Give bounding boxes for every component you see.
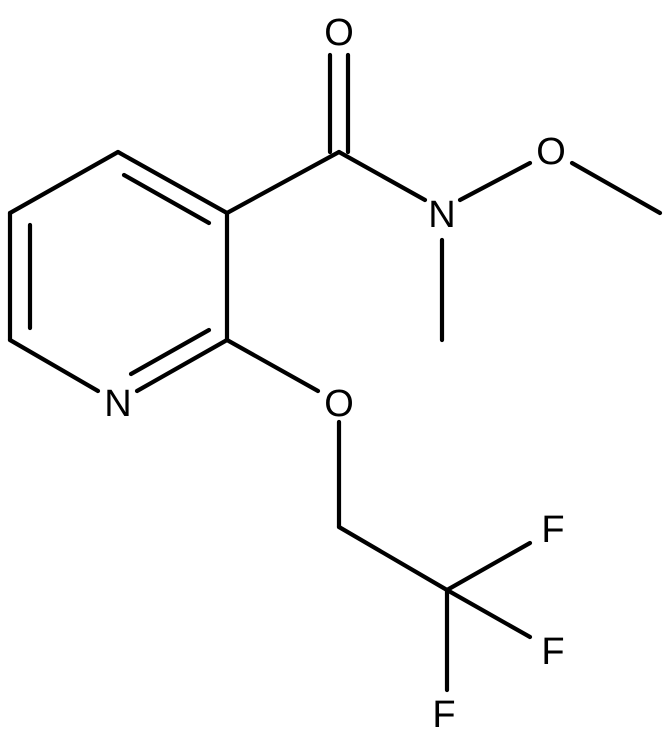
- bond-c-f2: [444, 587, 533, 640]
- bond-ring-c4-c5: [7, 149, 121, 216]
- atom-o-ether: O: [324, 383, 354, 425]
- bond-ring-c2-n: [134, 337, 230, 394]
- atom-f2: F: [541, 631, 564, 673]
- atom-n-pyridine: N: [104, 383, 131, 425]
- bond-o-ch3: [569, 160, 663, 216]
- bond-ring-c5-c6: [115, 149, 230, 216]
- bond-n-o-methoxy: [457, 160, 533, 203]
- bond-ring-c2-n-inner: [128, 327, 212, 377]
- bond-c-f1: [444, 540, 533, 593]
- bond-ch2-cf3: [336, 524, 450, 593]
- bond-c6-carbonyl-c: [224, 149, 342, 216]
- atom-f3: F: [432, 694, 455, 736]
- atom-o-methoxy: O: [536, 131, 566, 173]
- bond-ring-n-c3: [7, 337, 101, 394]
- atom-o-carbonyl: O: [324, 12, 354, 54]
- atom-n-amide: N: [428, 194, 455, 236]
- bond-ring-c5-c6-inner: [121, 172, 212, 226]
- atom-f1: F: [541, 509, 564, 551]
- bond-carbonyl-c-n: [336, 149, 428, 203]
- bond-c2-o-ether: [224, 337, 321, 394]
